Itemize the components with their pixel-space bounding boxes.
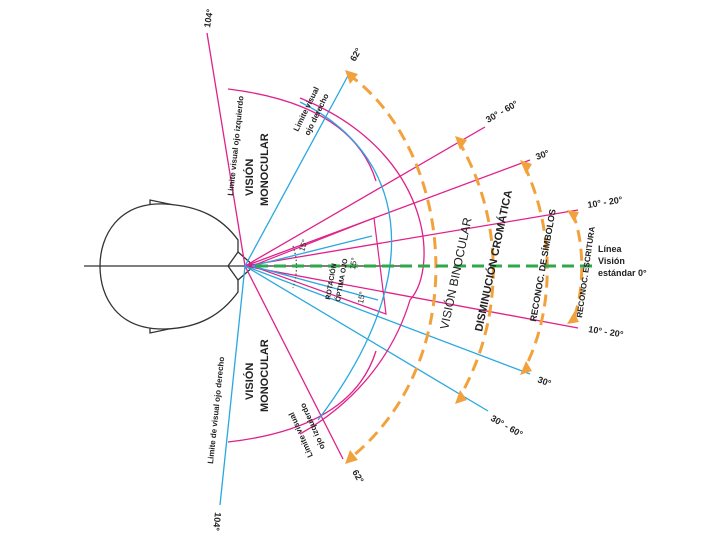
line-30-60-bottom — [244, 265, 489, 412]
arc-10-20 — [570, 211, 584, 323]
label-monocular-top-1: VISIÓN — [243, 159, 256, 196]
binocular-arc — [299, 101, 393, 421]
label-30-60-top: 30° - 60° — [484, 98, 520, 124]
label-standard-2: Visión — [598, 256, 625, 266]
arrow-30-60-top — [455, 136, 467, 150]
limit-line-62-bottom — [244, 265, 344, 460]
arrow-30-bottom — [520, 361, 532, 375]
arrow-62-top — [345, 70, 358, 84]
line-10-20-top — [244, 209, 579, 267]
label-62-top: 62° — [348, 46, 364, 63]
limit-line-104-top — [206, 32, 246, 267]
binocular-outer-arc — [299, 97, 425, 435]
orange-dashed-arcs — [347, 72, 584, 462]
arrow-30-top — [520, 160, 532, 174]
label-monocular-bottom-2: MONOCULAR — [259, 339, 271, 412]
line-30-60-top — [244, 126, 486, 267]
label-10-20-top: 10° - 20° — [587, 195, 624, 210]
label-62-bottom: 62° — [350, 468, 366, 485]
arc-30-60 — [456, 139, 495, 401]
arrow-10-20-bottom — [567, 312, 579, 324]
arc-62 — [347, 72, 438, 462]
label-30-bottom: 30° — [536, 374, 553, 388]
label-monocular-bottom-1: VISIÓN — [243, 363, 256, 400]
orange-arrowheads — [345, 70, 579, 464]
label-15-lower: 15° — [356, 291, 367, 304]
arc-30 — [522, 164, 549, 371]
label-10-20-bottom: 10° - 20° — [588, 324, 625, 339]
label-monocular-top-2: MONOCULAR — [259, 133, 271, 206]
arrow-10-20-top — [567, 210, 579, 222]
label-104-top: 104° — [202, 8, 215, 28]
line-30-bottom — [244, 265, 531, 375]
arrow-62-bottom — [345, 450, 358, 464]
line-30-top — [244, 159, 531, 267]
rotation-line-bottom — [251, 265, 379, 301]
cyan-lines — [219, 71, 531, 506]
limit-line-104-bottom — [219, 265, 246, 506]
label-15-upper: 15° — [297, 238, 309, 252]
limit-line-62-top — [244, 71, 351, 267]
label-limit-right-eye: Limite de visual ojo derecho — [206, 356, 226, 464]
label-chromatic: DISMINUCIÓN CROMÁTICA — [472, 189, 515, 333]
label-standard-3: estándar 0° — [598, 268, 647, 278]
label-limit-left-eye: Limite visual ojo izquierdo — [226, 95, 245, 196]
label-104-bottom: 104° — [211, 512, 223, 532]
monocular-arc-top — [227, 88, 377, 182]
rotation-dotted-arc — [292, 245, 298, 289]
line-10-20-bottom — [244, 265, 579, 329]
label-15-middle: 15° — [348, 257, 359, 270]
rotation-fan — [250, 217, 387, 315]
label-standard-1: Línea — [598, 244, 623, 254]
label-30-60-bottom: 30° - 60° — [489, 413, 525, 439]
monocular-arc-bottom — [227, 350, 377, 443]
rotation-line-top — [251, 235, 373, 267]
magenta-lines — [206, 32, 579, 460]
arrow-30-60-bottom — [455, 390, 467, 404]
label-30-top: 30° — [534, 148, 551, 162]
